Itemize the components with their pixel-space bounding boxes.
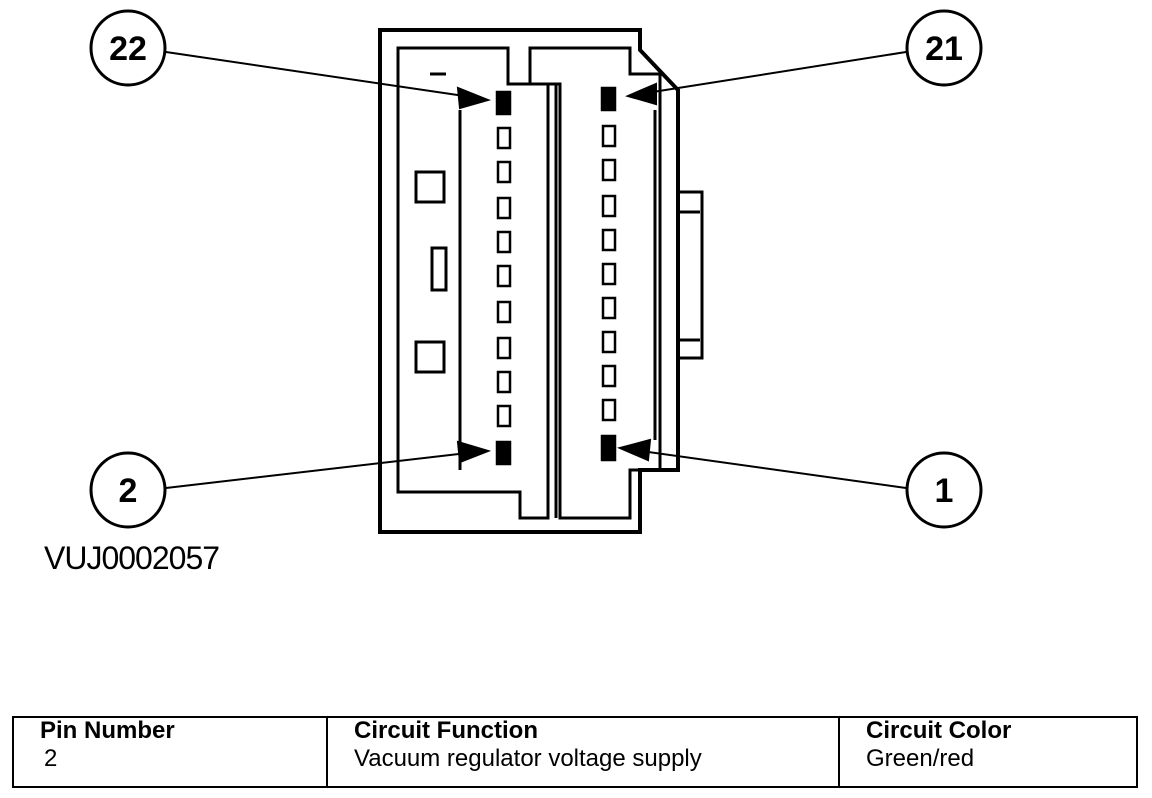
leader-line-1 [633,449,907,489]
pin-right [601,398,617,422]
callout-label-1: 1 [935,472,954,510]
callout-label-22: 22 [109,30,147,68]
connector-diagram: 22 21 2 1 [89,9,983,534]
pin-left [496,230,512,254]
pin-left [496,126,512,150]
pin-right [601,228,617,252]
pin-2 [495,440,512,466]
pin-right [601,364,617,388]
arrow-21-icon [625,82,657,106]
arrow-1-icon [616,438,652,462]
header-circuit-color: Circuit Color [838,717,1138,746]
table-header-row: Pin Number Circuit Function Circuit Colo… [12,717,1138,746]
cell-pin-number: 2 [12,746,328,787]
header-circuit-function: Circuit Function [326,717,840,746]
connector-outline [378,28,680,534]
callout-circle-1 [905,451,983,529]
left-pin-column [495,90,512,466]
cell-circuit-color: Green/red [838,746,1138,787]
pin-21 [600,86,617,112]
left-latch-top [414,170,446,204]
figure-id: VUJ0002057 [44,540,220,576]
left-cavity [396,46,550,520]
right-pin-column [600,86,617,462]
pin-left [496,370,512,394]
callout-circle-22 [89,9,167,87]
pin-right [601,330,617,354]
pin-right [601,262,617,286]
leader-line-22 [165,51,479,99]
callout-label-21: 21 [925,30,963,68]
left-latch-bottom [414,340,446,374]
callout-circle-2 [89,451,167,529]
pin-left [496,336,512,360]
pin-22 [495,90,512,116]
leader-line-21 [639,51,907,95]
callout-label-2: 2 [119,472,138,510]
header-pin-number: Pin Number [12,717,328,746]
pin-table: Pin Number Circuit Function Circuit Colo… [12,716,1138,788]
right-latch [676,190,704,360]
arrow-22-icon [456,86,492,110]
pin-left [496,196,512,220]
pin-right [601,194,617,218]
pin-left [496,160,512,184]
pin-right [601,296,617,320]
pin-right [601,158,617,182]
right-cavity [528,46,662,520]
cell-circuit-function: Vacuum regulator voltage supply [326,746,840,787]
callout-circle-21 [905,9,983,87]
left-latch-middle [430,246,448,292]
pin-1 [600,434,617,462]
pin-right [601,124,617,148]
pin-left [496,404,512,428]
arrow-2-icon [456,440,492,464]
pin-left [496,300,512,324]
leader-line-2 [165,451,477,489]
table-row: 2 Vacuum regulator voltage supply Green/… [12,746,1138,787]
pin-left [496,264,512,288]
